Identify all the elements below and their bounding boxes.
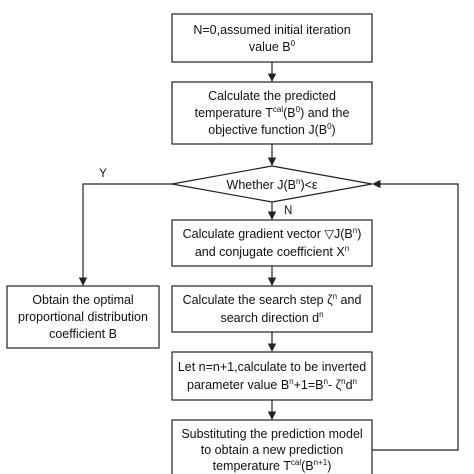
gradient-line1-sup: n [353,226,357,235]
gradient-line2a: and conjugate coefficient X [195,245,346,259]
svg-text:proportional distribution: proportional distribution [18,310,148,324]
calc-pred-line2b: (B [283,106,296,120]
decision-text-a: Whether J(B [227,178,296,192]
update-line1: Let n=n+1,calculate to be inverted [178,360,366,374]
search-line2a: search direction d [220,311,319,325]
svg-text:objective function J(B0): objective function J(B0) [208,122,335,137]
svg-text:temperature Tcal(B0) and the: temperature Tcal(B0) and the [195,105,350,120]
svg-text:search direction dn: search direction dn [220,310,323,325]
node-update-parameter: Let n=n+1,calculate to be inverted param… [171,351,373,401]
label-no: N [284,205,292,217]
init-line1: N=0,assumed initial iteration [193,23,350,37]
node-obtain-optimal: Obtain the optimal proportional distribu… [6,285,160,349]
calc-pred-line2c: ) and the [300,106,349,120]
calc-pred-line3-sup: 0 [327,122,332,131]
search-line1b: and [337,293,361,307]
optimal-line3: coefficient B [49,327,117,341]
decision-text-b: )<ε [300,178,317,192]
gradient-line2-sup: n [345,244,349,253]
substitute-line2: to obtain a new prediction [201,443,344,457]
gradient-line1a: Calculate gradient vector ▽J(B [183,227,353,241]
calc-pred-line3b: ) [332,123,336,137]
init-line2: value B [249,40,291,54]
search-line1a: Calculate the search step ζ [183,293,334,307]
search-line1-sup: n [333,292,337,301]
svg-text:Let n=n+1,calculate to be inve: Let n=n+1,calculate to be inverted [178,360,366,374]
substitute-line3a: temperature T [213,459,292,473]
node-search-step: Calculate the search step ζn and search … [171,285,373,333]
substitute-line3-sup1: cal [291,458,301,467]
optimal-line2: proportional distribution [18,310,148,324]
svg-text:N=0,assumed initial iteration: N=0,assumed initial iteration [193,23,350,37]
calc-pred-line1: Calculate the predicted [208,89,336,103]
svg-text:Calculate gradient vector ▽J(B: Calculate gradient vector ▽J(Bn) [183,226,362,241]
svg-text:Obtain the optimal: Obtain the optimal [32,293,133,307]
update-line2-sup2: n [324,377,328,386]
calc-pred-line2-sup1: cal [273,105,283,114]
svg-text:to obtain a new prediction: to obtain a new prediction [201,443,344,457]
edge-feedback-loop [372,179,459,451]
substitute-line3b: (B [301,459,314,473]
svg-text:Substituting the prediction mo: Substituting the prediction model [181,427,362,441]
svg-text:coefficient B: coefficient B [49,327,117,341]
decision-text-sup: n [296,177,300,186]
calc-pred-line2a: temperature T [195,106,274,120]
search-line2-sup: n [319,310,323,319]
node-decision-convergence: Whether J(Bn)<ε [171,165,373,203]
svg-text:value B0: value B0 [249,39,296,54]
substitute-line1: Substituting the prediction model [181,427,362,441]
optimal-line1: Obtain the optimal [32,293,133,307]
update-line2d: d [346,378,353,392]
edge-decision-yes-to-optimal [78,183,172,286]
init-line2-sup: 0 [291,39,296,48]
node-initial-iteration: N=0,assumed initial iteration value B0 [171,13,373,63]
node-calculate-predicted: Calculate the predicted temperature Tcal… [171,81,373,145]
node-substitute-model: Substituting the prediction model to obt… [171,419,373,474]
substitute-line3c: ) [327,459,331,473]
update-line2-sup1: n [289,377,293,386]
svg-text:Whether J(Bn)<ε: Whether J(Bn)<ε [227,177,318,192]
substitute-line3-sup2: n+1 [314,458,328,467]
svg-text:parameter value Bn+1=Bn- ζndn: parameter value Bn+1=Bn- ζndn [187,377,357,392]
label-yes: Y [99,168,107,180]
svg-text:Calculate the search step ζn a: Calculate the search step ζn and [183,292,362,307]
update-line2-sup4: n [353,377,357,386]
svg-text:and conjugate coefficient Xn: and conjugate coefficient Xn [195,244,349,259]
svg-text:Calculate the predicted: Calculate the predicted [208,89,336,103]
gradient-line1b: ) [357,227,361,241]
update-line2c: - ζ [328,378,342,392]
update-line2a: parameter value B [187,378,289,392]
calc-pred-line3a: objective function J(B [208,123,327,137]
update-line2-sup3: n [341,377,345,386]
node-calculate-gradient: Calculate gradient vector ▽J(Bn) and con… [171,219,373,267]
calc-pred-line2-sup2: 0 [296,105,301,114]
update-line2b: +1=B [294,378,324,392]
svg-text:temperature Tcal(Bn+1): temperature Tcal(Bn+1) [213,458,332,473]
